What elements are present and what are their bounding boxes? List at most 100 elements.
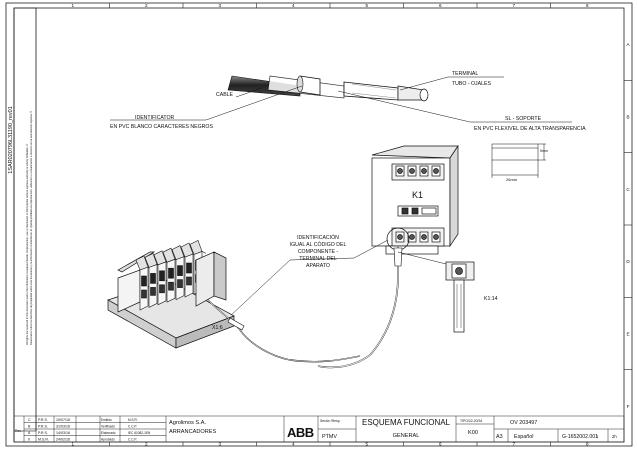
terminal-end-plate [195, 251, 227, 307]
role-name: Elaborado [101, 431, 116, 435]
sector-label: Sector /Resp. [320, 419, 341, 423]
label-identificator: IDENTIFICATOR [135, 115, 175, 121]
row-marker: F [627, 404, 630, 409]
column-marker-top: 1 [71, 3, 74, 8]
leader-lines-top [110, 76, 572, 123]
cable-detail [227, 75, 429, 102]
row-marker: B [626, 115, 629, 120]
terminal-block [107, 251, 235, 349]
rev-date: 31/03/16 [56, 425, 70, 429]
column-marker-top: 6 [439, 3, 442, 8]
column-marker-bottom: 6 [439, 442, 442, 447]
identificacion-line: APARATO [306, 263, 330, 269]
role-value: C.C.P. [128, 438, 137, 442]
sector-value: PTMV [322, 434, 337, 440]
rev-by: P.R.S. [38, 431, 48, 435]
column-marker-bottom: 8 [586, 442, 589, 447]
label-terminal: TERMINAL [452, 71, 478, 77]
wire-k1 [317, 246, 399, 369]
terminal-detail [445, 261, 475, 333]
terminal-module [153, 250, 171, 306]
notice-es: Reservados todos los derechos de propied… [29, 111, 33, 345]
column-marker-top: 7 [512, 3, 515, 8]
role-value: C.C.P. [128, 425, 137, 429]
side-panel: 1SAR020796L31190_rev01 All rights are re… [8, 7, 37, 432]
rev-letter: A [28, 431, 31, 435]
label-pvc-flexivel: EN PVC FLEXIVEL DE ALTA TRANSPARENCIA [474, 126, 586, 132]
rev-by: P.R.S. [38, 418, 48, 422]
drawing-subtitle: GENERAL [393, 433, 420, 439]
column-marker-bottom: 3 [218, 442, 221, 447]
terminal-module [135, 255, 153, 311]
role-name: Verificado [101, 425, 115, 429]
label-pvc-blanco: EN PVC BLANCO CARACTERES NEGROS [110, 124, 213, 130]
drawing-title: ESQUEMA FUNCIONAL [362, 418, 451, 427]
label-k1: K1 [412, 190, 423, 200]
ov-number: OV 203497 [510, 420, 537, 426]
identificacion-line: COMPONENTE - [298, 249, 339, 255]
row-marker: E [626, 332, 629, 337]
language: Español [514, 434, 533, 440]
rev-by: P.R.S. [38, 425, 48, 429]
drawing-number: G-1652002.001 [562, 434, 598, 440]
terminal-module [162, 247, 180, 303]
sheet-count: 2h [612, 434, 617, 439]
row-marker: C [626, 187, 630, 192]
role-name: Emitido [101, 418, 112, 422]
identificacion-line: IDENTIFICACIÓN [297, 234, 339, 241]
rev-date: 19/07/16 [56, 418, 70, 422]
rev-date: 24/02/16 [56, 438, 70, 442]
identificacion-leaders [227, 239, 447, 319]
column-marker-top: 8 [586, 3, 589, 8]
code-label: TIPO/22-20/34 [460, 419, 482, 423]
company: Agrolimos S.A. [169, 420, 206, 426]
column-marker-bottom: 7 [512, 442, 515, 447]
notice-en: All rights are reserved in this document… [25, 144, 29, 345]
project: ARRANCADORES [169, 429, 217, 435]
paper-size: A3 [496, 434, 503, 440]
column-marker-bottom: 5 [365, 442, 368, 447]
label-x1-6: X1:6 [212, 325, 223, 331]
sheet-number: 1 [596, 434, 599, 439]
abb-logo: ABB [287, 425, 314, 440]
rev-letter: C [28, 418, 31, 422]
document-id: 1SAR020796L31190_rev01 [8, 106, 14, 173]
dimension-sketch [491, 143, 546, 178]
dim-height: 5mm [540, 149, 548, 153]
wire-x1 [207, 299, 361, 363]
title-block [13, 415, 625, 443]
column-marker-top: 5 [365, 3, 368, 8]
rev-letter: B [28, 425, 31, 429]
label-k1-14: K1:14 [484, 296, 498, 302]
terminal-module [180, 242, 198, 298]
column-marker-bottom: 2 [145, 442, 148, 447]
contactor-k1 [371, 144, 459, 255]
role-name: Aprobado [101, 438, 115, 442]
rev-date: 14/03/16 [56, 431, 70, 435]
revision-rows: C P.R.S. 19/07/16B P.R.S. 31/03/16A P.R.S. 14/… [28, 418, 70, 442]
row-marker: D [626, 259, 630, 264]
terminal-module [171, 245, 189, 301]
sheet-frame [5, 2, 633, 447]
identificacion-line: IGUAL AL CÓDIGO DEL [290, 241, 347, 248]
identificacion-line: TERMINAL DEL [299, 256, 337, 262]
column-marker-top: 4 [292, 3, 295, 8]
dim-width: 26mm [506, 177, 518, 182]
row-marker: A [626, 42, 630, 47]
row-markers-right: A B C D E F [624, 42, 632, 409]
terminal-module [144, 252, 162, 308]
label-cable: CABLE [216, 92, 234, 98]
code-value: K00 [468, 430, 478, 436]
role-value: IEC 61082-1EN [128, 431, 151, 435]
rev-by: M.S.R. [38, 438, 49, 442]
role-value: M.S.R. [128, 418, 138, 422]
column-marker-top: 3 [218, 3, 221, 8]
rev-header: Rev. [15, 429, 22, 433]
column-marker-bottom: 4 [292, 442, 295, 447]
rev-letter: 0 [28, 438, 30, 442]
